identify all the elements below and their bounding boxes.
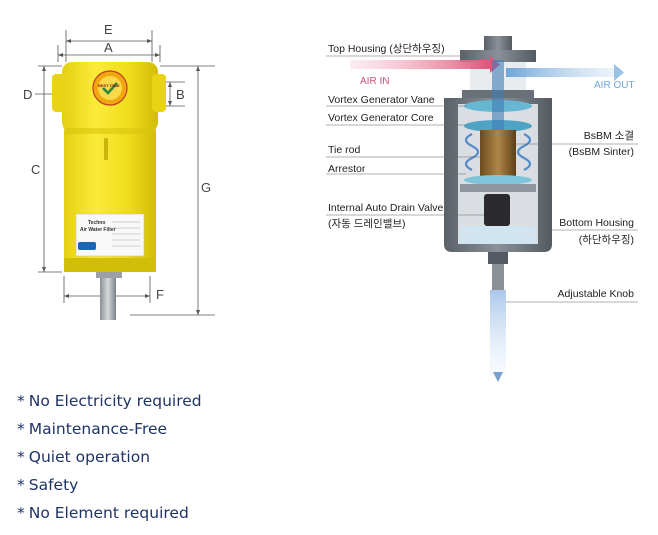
- callout-vortex-vane: Vortex Generator Vane: [328, 94, 435, 106]
- feature-text: Quiet operation: [28, 448, 151, 466]
- vortex-vane-shape: [464, 60, 532, 132]
- feature-list: *No Electricity required *Maintenance-Fr…: [17, 392, 202, 532]
- dimension-lines: [35, 30, 215, 316]
- bsbm-sinter-shape: [464, 130, 532, 185]
- air-out-label: AIR OUT: [594, 80, 635, 91]
- callout-bottom-line1: Bottom Housing: [559, 217, 634, 229]
- callout-bottom-line2: (하단하우징): [578, 234, 634, 246]
- bullet-star: *: [17, 392, 25, 410]
- callout-top-housing: Top Housing (상단하우징): [328, 43, 445, 55]
- feature-text: Safety: [28, 476, 79, 494]
- callout-arrestor: Arrestor: [328, 163, 366, 175]
- dimension-label-c: C: [31, 162, 41, 177]
- callout-knob: Adjustable Knob: [557, 288, 634, 300]
- badge-text: BEST ITEM: [98, 83, 120, 88]
- feature-text: Maintenance-Free: [28, 420, 168, 438]
- dimension-label-d: D: [23, 87, 33, 102]
- dimension-label-g: G: [201, 180, 212, 195]
- feature-item: *No Element required: [17, 504, 202, 532]
- product-label-line2: Air Water Filter: [80, 227, 116, 233]
- vortex-swirl: [464, 133, 532, 171]
- filter-cutaway-diagram: Top Housing (상단하우징) AIR IN AIR OUT Vorte…: [320, 30, 650, 385]
- feature-text: No Electricity required: [28, 392, 202, 410]
- dimension-label-b: B: [176, 87, 185, 102]
- knob-and-drip: [488, 252, 508, 382]
- callout-bsbm-line2: (BsBM Sinter): [568, 146, 634, 158]
- callout-drain-line1: Internal Auto Drain Valve: [328, 202, 444, 214]
- callout-vortex-core: Vortex Generator Core: [328, 112, 434, 124]
- filter-dimension-svg: [35, 30, 215, 320]
- callout-drain-line2: (자동 드레인밸브): [328, 218, 406, 230]
- bullet-star: *: [17, 448, 25, 466]
- air-out-arrow: [506, 64, 624, 81]
- feature-item: *Safety: [17, 476, 202, 504]
- bullet-star: *: [17, 476, 25, 494]
- air-in-label: AIR IN: [360, 76, 390, 87]
- feature-item: *Quiet operation: [17, 448, 202, 476]
- cutaway-svg: [326, 36, 638, 382]
- best-item-badge: [92, 70, 128, 106]
- dimension-label-f: F: [156, 287, 164, 302]
- callout-bsbm-line1: BsBM 소결: [583, 130, 634, 142]
- feature-text: No Element required: [28, 504, 189, 522]
- filter-drain-pipe: [96, 272, 122, 320]
- product-label-line1: Techno: [88, 220, 106, 226]
- callout-tie-rod: Tie rod: [328, 144, 361, 156]
- dimension-label-a: A: [104, 40, 113, 55]
- feature-item: *No Electricity required: [17, 392, 202, 420]
- feature-item: *Maintenance-Free: [17, 420, 202, 448]
- dimension-label-e: E: [104, 22, 113, 37]
- drain-valve-shape: [460, 184, 536, 244]
- product-label-sheet: [75, 213, 145, 257]
- bullet-star: *: [17, 420, 25, 438]
- bullet-star: *: [17, 504, 25, 522]
- callout-leaders: [326, 55, 638, 303]
- filter-dimension-drawing: E A D B C G F Techno Air Water Filter BE…: [0, 0, 250, 330]
